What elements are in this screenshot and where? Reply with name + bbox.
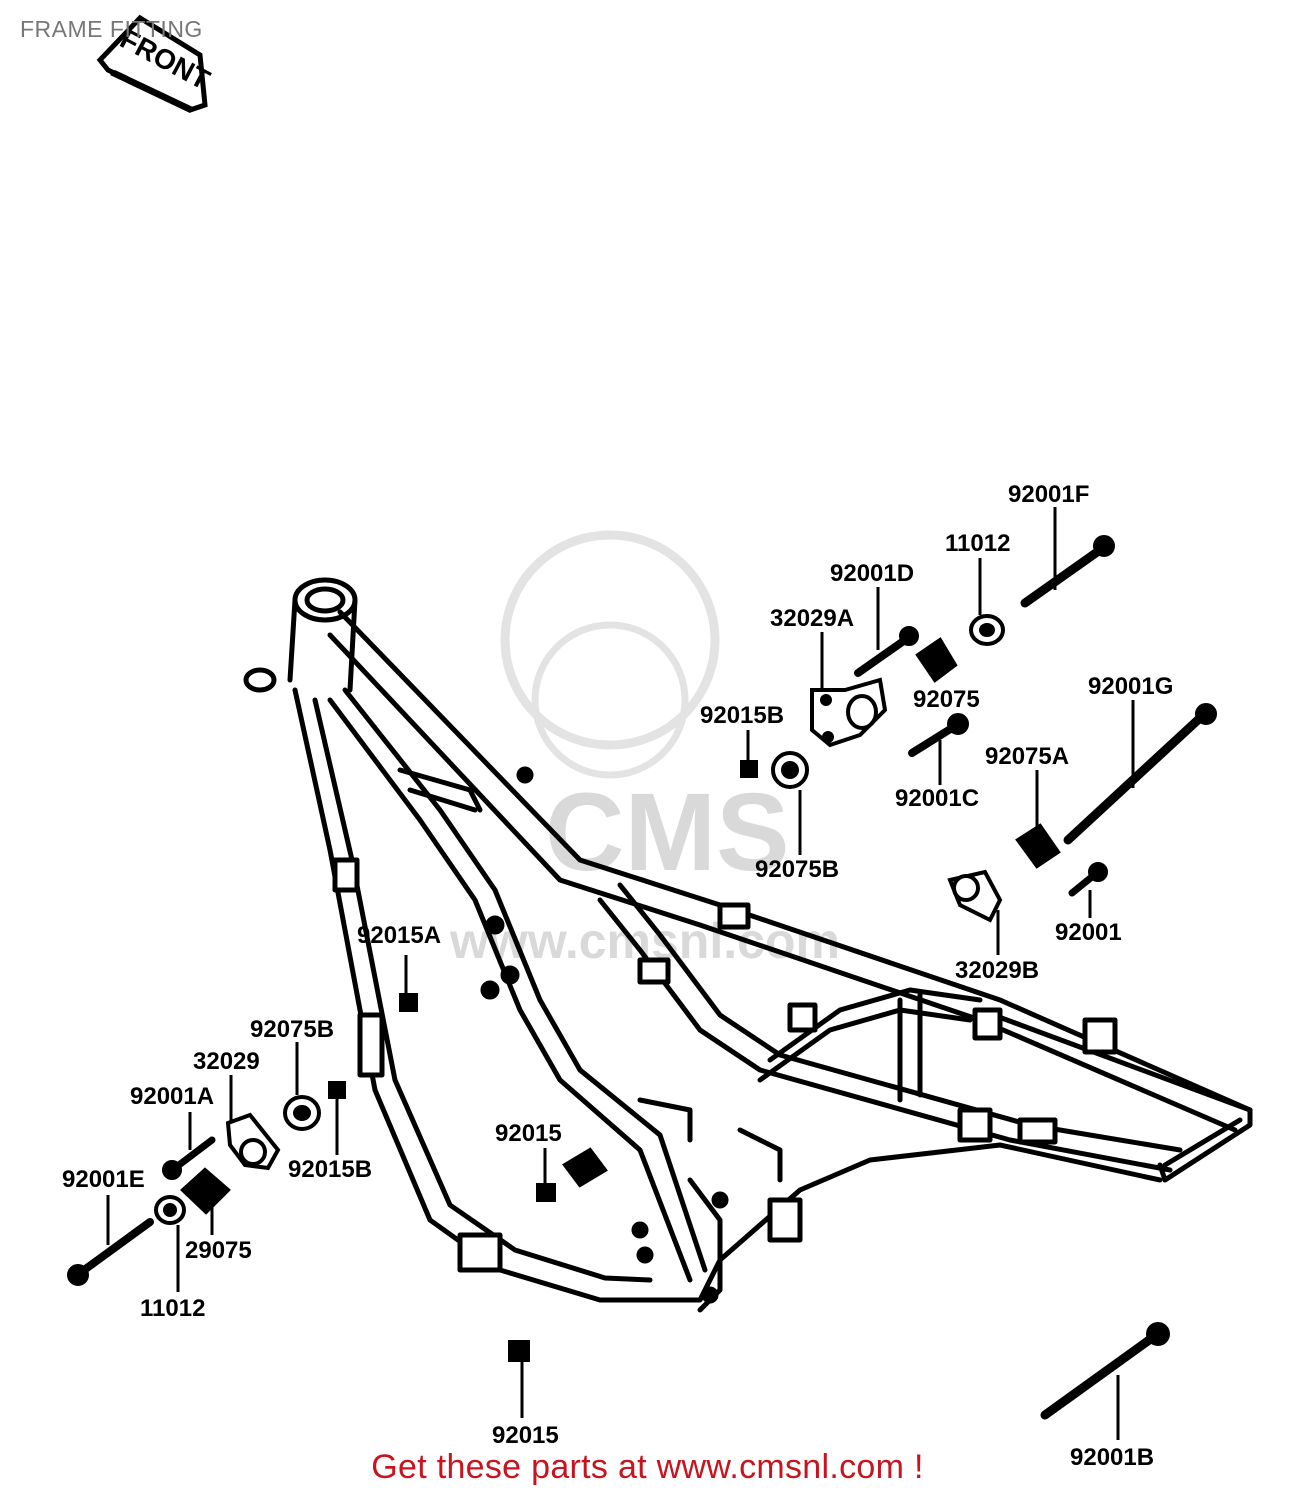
front-direction-marker: FRONT xyxy=(96,14,215,113)
part-label: 92015B xyxy=(288,1156,372,1183)
part-label: 92001G xyxy=(1088,673,1173,700)
cta-link[interactable]: Get these parts at www.cmsnl.com ! xyxy=(371,1448,924,1486)
part-label: 29075 xyxy=(185,1237,252,1264)
leader-lines xyxy=(106,507,1135,1440)
watermark-logo: CMS www.cmsnl.com xyxy=(449,530,840,969)
part-label: 32029A xyxy=(770,605,854,632)
part-label: 32029B xyxy=(955,957,1039,984)
part-label: 92015A xyxy=(357,922,441,949)
part-label: 92075 xyxy=(913,686,980,713)
part-labels: 92001F 11012 92001D 32029A 92075 92015B … xyxy=(62,481,1173,1471)
part-label: 11012 xyxy=(945,530,1010,557)
part-label: 92001C xyxy=(895,785,979,812)
part-label: 92075B xyxy=(755,856,839,883)
part-label: 11012 xyxy=(140,1295,205,1322)
part-label: 92015 xyxy=(495,1120,562,1147)
part-label: 92001F xyxy=(1008,481,1089,508)
part-label: 92001E xyxy=(62,1166,145,1193)
frame-drawing xyxy=(243,577,1253,1313)
part-label: 92001B xyxy=(1070,1444,1154,1471)
part-label: 92001A xyxy=(130,1083,214,1110)
part-label: 92001D xyxy=(830,560,914,587)
page-title: FRAME FITTING xyxy=(20,16,203,42)
part-label: 92015B xyxy=(700,702,784,729)
part-label: 32029 xyxy=(193,1048,260,1075)
part-label: 92075A xyxy=(985,743,1069,770)
part-label: 92075B xyxy=(250,1016,334,1043)
part-label: 92015 xyxy=(492,1422,559,1449)
watermark-brand: CMS xyxy=(545,771,789,894)
part-shapes xyxy=(67,535,1217,1420)
part-label: 92001 xyxy=(1055,919,1122,946)
